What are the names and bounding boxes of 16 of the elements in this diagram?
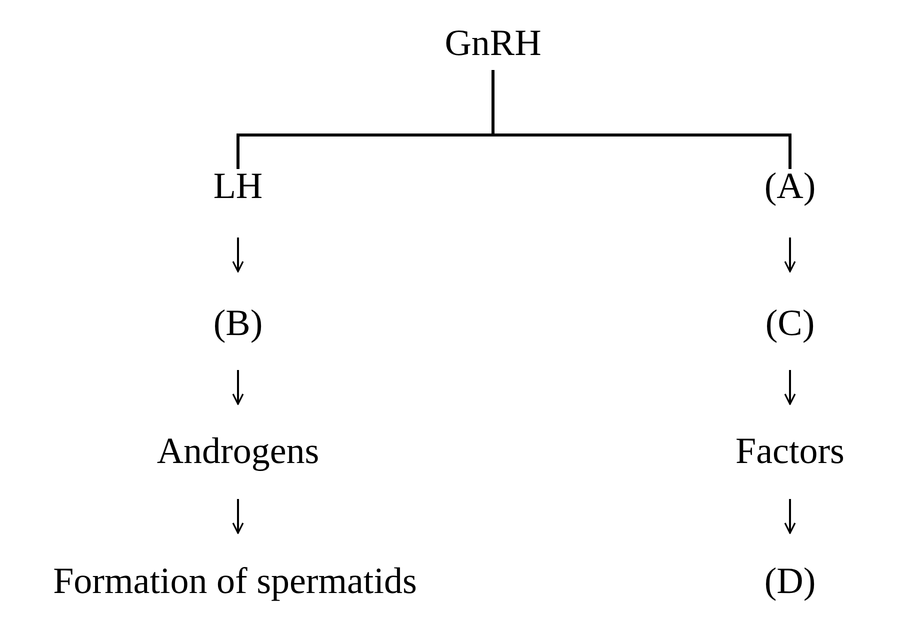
node-label: Androgens (156, 430, 320, 474)
node-label: Factors (736, 430, 844, 474)
arrow (784, 370, 796, 405)
node-label: (A) (764, 165, 816, 209)
arrow (232, 370, 244, 405)
arrow (784, 238, 796, 272)
node-label: Formation of spermatids (53, 560, 417, 604)
bracket-connector (492, 70, 792, 169)
arrow (784, 499, 796, 534)
node-label: (B) (213, 302, 263, 346)
arrow (232, 499, 244, 534)
node-label: LH (213, 165, 263, 209)
node-label: (C) (765, 302, 815, 346)
arrow (232, 238, 244, 272)
node-label: (D) (764, 560, 816, 604)
node-label: GnRH (444, 22, 542, 66)
